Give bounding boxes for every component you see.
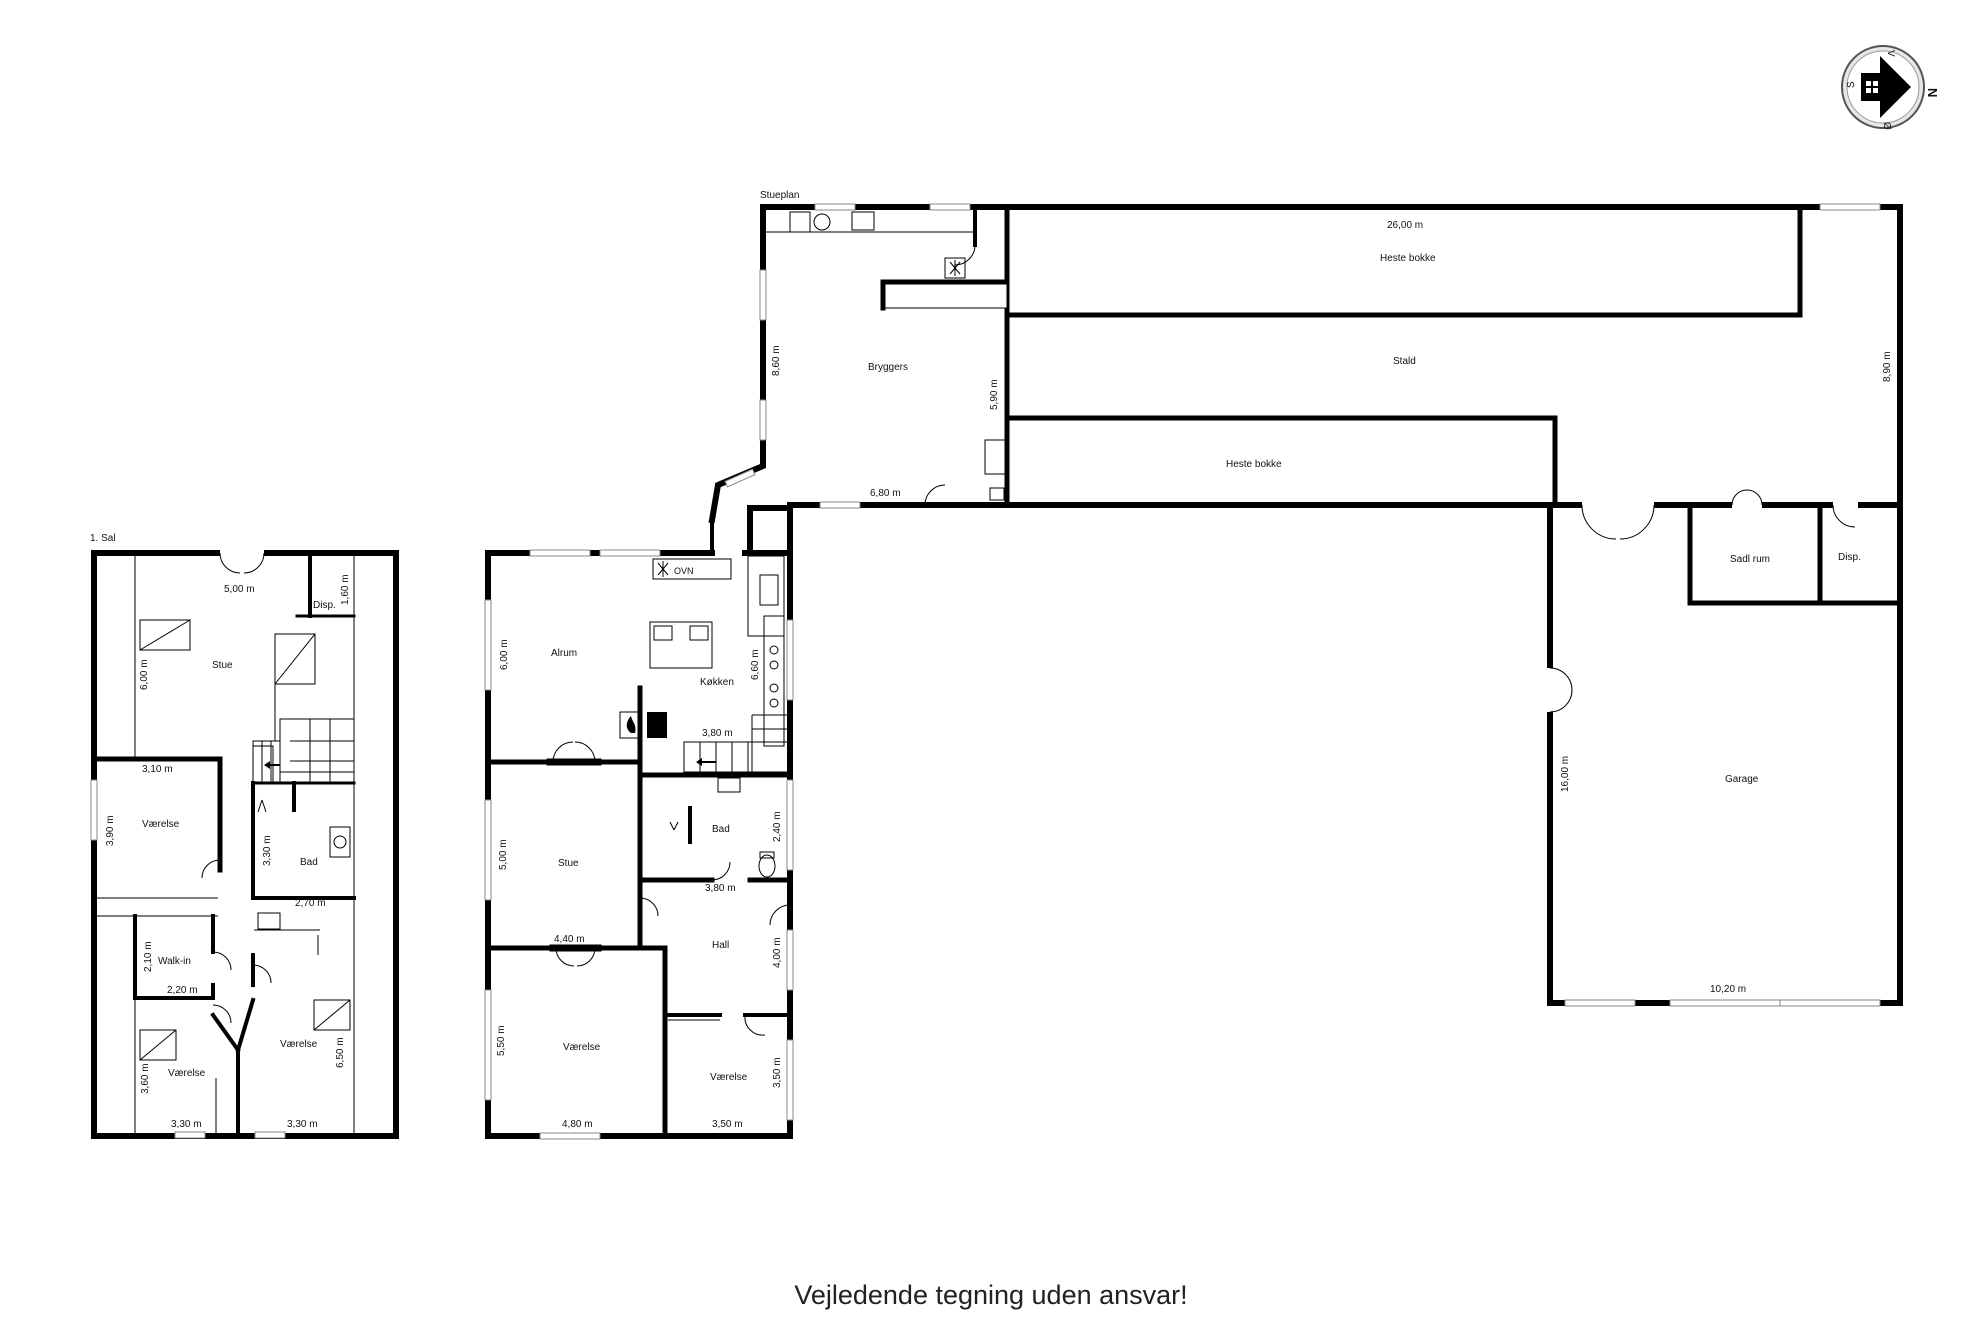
dim-270: 2,70 m <box>295 898 326 909</box>
dim-330-b1: 3,30 m <box>171 1119 202 1130</box>
fireplace-icon <box>619 711 643 739</box>
room-hall: Hall <box>712 940 729 951</box>
dim-650: 6,50 m <box>335 1037 346 1068</box>
compass-v: V <box>1885 50 1896 57</box>
first-floor-label: 1. Sal <box>90 533 116 544</box>
dim-1600: 16,00 m <box>1560 756 1571 792</box>
ground-floor-house: Stueplan OVN <box>484 190 799 1140</box>
dim-550: 5,50 m <box>496 1025 507 1056</box>
dim-360: 3,60 m <box>140 1063 151 1094</box>
room-alrum: Alrum <box>551 648 577 659</box>
compass-o: Ø <box>1881 122 1892 130</box>
snowflake-icon <box>949 260 961 276</box>
room-vaerelse-1b: Værelse <box>168 1068 206 1079</box>
room-garage: Garage <box>1725 774 1759 785</box>
dim-380-bad: 3,80 m <box>705 883 736 894</box>
room-stue-g: Stue <box>558 858 579 869</box>
compass-s: S <box>1846 81 1857 88</box>
room-stue-1: Stue <box>212 660 233 671</box>
room-vaerelse-1a: Værelse <box>142 819 180 830</box>
dim-890: 8,90 m <box>1882 351 1893 382</box>
room-sadl-rum: Sadl rum <box>1730 554 1770 565</box>
dim-210: 2,10 m <box>143 941 154 972</box>
room-vaerelse-1c: Værelse <box>280 1039 318 1050</box>
dim-1020: 10,20 m <box>1710 984 1746 995</box>
dim-350-v: 3,50 m <box>772 1057 783 1088</box>
room-bad-g: Bad <box>712 824 730 835</box>
dim-330-b2: 3,30 m <box>287 1119 318 1130</box>
dim-350-b: 3,50 m <box>712 1119 743 1130</box>
dim-590: 5,90 m <box>989 379 1000 410</box>
dim-680: 6,80 m <box>870 488 901 499</box>
ground-floor-outbuildings: Bryggers Heste bokke Stald Heste bokke S… <box>708 203 1903 1007</box>
stairs-icon <box>252 633 355 784</box>
room-bad-1: Bad <box>300 857 318 868</box>
dim-2600: 26,00 m <box>1387 220 1423 231</box>
dim-860: 8,60 m <box>771 345 782 376</box>
room-walkin: Walk-in <box>158 956 191 967</box>
dim-380-k: 3,80 m <box>702 728 733 739</box>
room-heste-bokke-mid: Heste bokke <box>1226 459 1282 470</box>
snowflake-icon <box>657 561 669 577</box>
room-koekken: Køkken <box>700 677 734 688</box>
first-floor-plan: 1. Sal <box>90 533 399 1139</box>
dim-480: 4,80 m <box>562 1119 593 1130</box>
room-disp-g: Disp. <box>1838 552 1861 563</box>
compass-icon: N S Ø V <box>1841 45 1940 130</box>
dim-310: 3,10 m <box>142 764 173 775</box>
dim-500-stue: 5,00 m <box>498 839 509 870</box>
dim-440: 4,40 m <box>554 934 585 945</box>
skylight-icon <box>139 619 351 1061</box>
dim-660: 6,60 m <box>750 649 761 680</box>
dim-400: 4,00 m <box>772 937 783 968</box>
room-bryggers: Bryggers <box>868 362 908 373</box>
dim-600-l: 6,00 m <box>139 659 150 690</box>
room-vaerelse-g2: Værelse <box>710 1072 748 1083</box>
room-disp-1: Disp. <box>313 600 336 611</box>
room-vaerelse-g1: Værelse <box>563 1042 601 1053</box>
room-stald: Stald <box>1393 356 1416 367</box>
ground-floor-label: Stueplan <box>760 190 799 201</box>
disclaimer-text: Vejledende tegning uden ansvar! <box>794 1280 1188 1310</box>
compass-n: N <box>1925 88 1940 97</box>
dim-500-top: 5,00 m <box>224 584 255 595</box>
stairs-icon <box>683 714 791 773</box>
dim-600-alrum: 6,00 m <box>499 639 510 670</box>
room-heste-bokke-top: Heste bokke <box>1380 253 1436 264</box>
oven-label: OVN <box>674 566 694 576</box>
dim-390: 3,90 m <box>105 815 116 846</box>
dim-330-v: 3,30 m <box>262 835 273 866</box>
dim-240: 2,40 m <box>772 811 783 842</box>
dim-220: 2,20 m <box>167 985 198 996</box>
dim-160: 1,60 m <box>340 574 351 605</box>
